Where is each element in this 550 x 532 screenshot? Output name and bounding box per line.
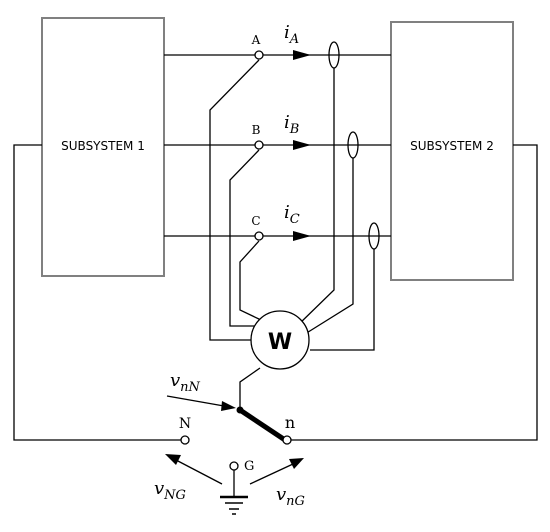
current-arrow-c xyxy=(293,231,311,241)
voltage-tap-c xyxy=(239,240,262,321)
node-c-label: C xyxy=(251,214,260,228)
voltage-arrow-nG-head xyxy=(289,458,304,469)
voltage-arrow-NG-head xyxy=(165,454,181,465)
node-n-label: n xyxy=(285,413,295,432)
node-b-label: B xyxy=(252,123,261,137)
probe-lead-c xyxy=(310,249,375,351)
ground-icon xyxy=(220,495,248,515)
node-G xyxy=(229,461,239,471)
subsystem-1-box xyxy=(41,17,165,277)
voltage-tap-a xyxy=(209,59,260,341)
voltage-arrow-nN-shaft xyxy=(166,395,225,407)
voltage-label-nG: vnG xyxy=(276,484,305,509)
node-b xyxy=(254,140,264,150)
voltage-arrow-nG-shaft xyxy=(249,463,294,485)
voltage-arrow-nN-head xyxy=(221,401,236,411)
node-n xyxy=(282,435,292,445)
probe-lead-a xyxy=(296,68,335,327)
node-a-label: A xyxy=(251,33,261,47)
current-arrow-a xyxy=(293,50,311,60)
current-label-a: iA xyxy=(284,22,299,47)
voltage-tap-b xyxy=(229,149,260,327)
selector-switch-blade xyxy=(238,407,287,443)
wattmeter xyxy=(250,310,310,370)
wattmeter-label: W xyxy=(268,330,292,355)
current-label-c: iC xyxy=(284,202,300,227)
node-N xyxy=(180,435,190,445)
node-c xyxy=(254,231,264,241)
probe-lead-b xyxy=(304,158,354,335)
current-arrow-b xyxy=(293,140,311,150)
node-a xyxy=(254,50,264,60)
current-label-b: iB xyxy=(284,112,299,137)
wattmeter-neutral-lead xyxy=(239,367,261,410)
voltage-label-NG: vNG xyxy=(154,478,186,503)
subsystem-2-label: SUBSYSTEM 2 xyxy=(410,139,494,153)
subsystem-2-box xyxy=(390,21,514,281)
subsystem-1-label: SUBSYSTEM 1 xyxy=(61,139,145,153)
node-N-label: N xyxy=(179,416,191,432)
subsystem-1-neutral-wire xyxy=(13,144,181,441)
voltage-label-nN: vnN xyxy=(170,370,201,395)
subsystem-2-neutral-wire xyxy=(291,144,538,441)
voltage-arrow-NG-shaft xyxy=(175,459,223,485)
node-G-label: G xyxy=(244,459,254,474)
